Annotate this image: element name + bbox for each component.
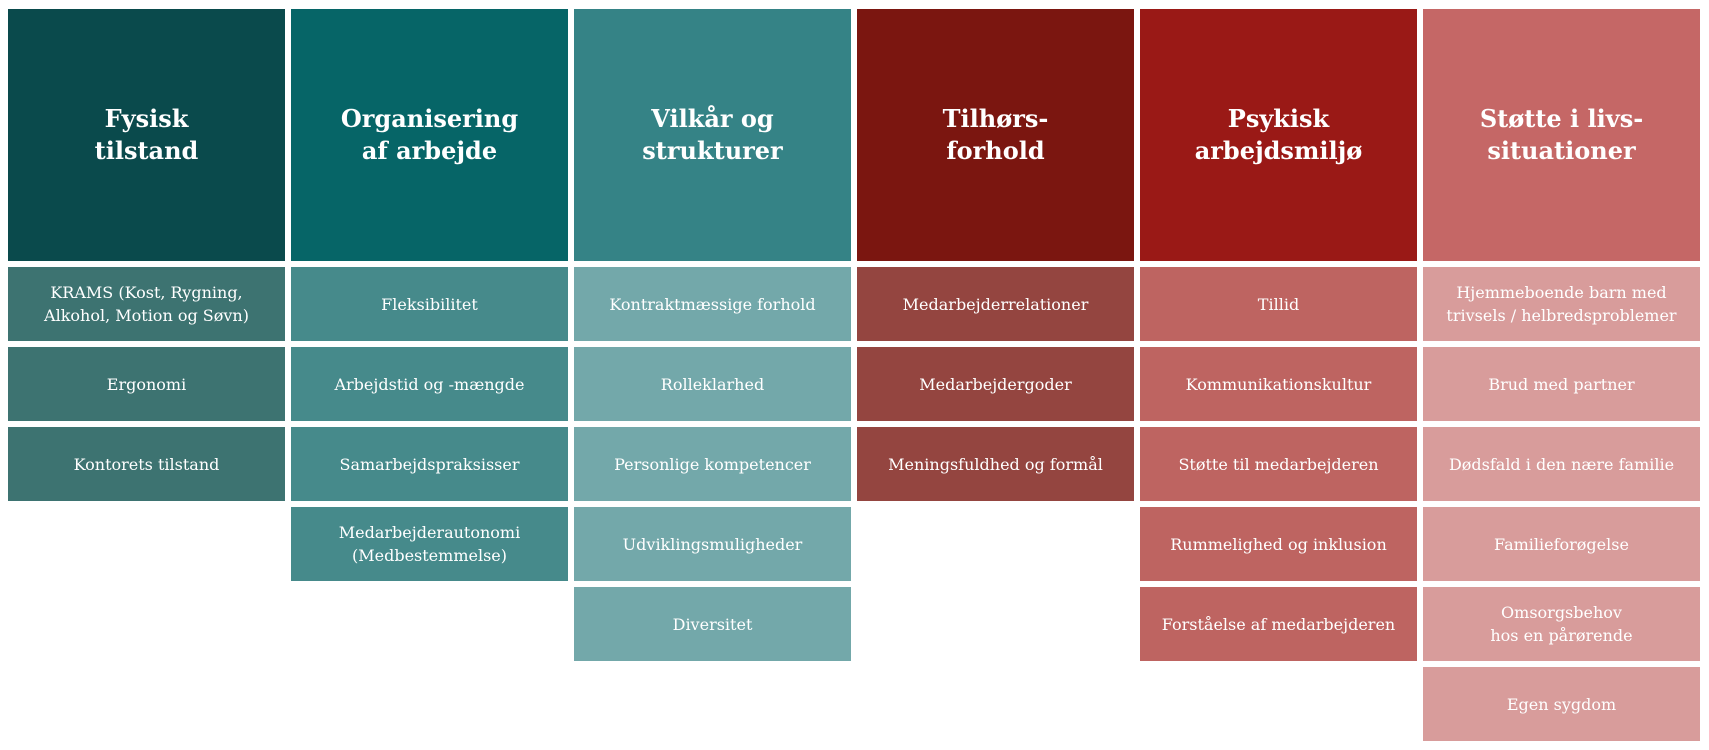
category-item: Hjemmeboende barn med trivsels / helbred… — [1423, 267, 1700, 341]
category-item: Kommunikationskultur — [1140, 347, 1417, 421]
category-item: Dødsfald i den nære familie — [1423, 427, 1700, 501]
category-item: Medarbejderautonomi (Medbestemmelse) — [291, 507, 568, 581]
category-item: Arbejdstid og -mængde — [291, 347, 568, 421]
category-item: Kontorets tilstand — [8, 427, 285, 501]
category-item: Egen sygdom — [1423, 667, 1700, 741]
category-item: Medarbejdergoder — [857, 347, 1134, 421]
category-header: Organisering af arbejde — [291, 9, 568, 261]
category-item: Meningsfuldhed og formål — [857, 427, 1134, 501]
category-item: Rolleklarhed — [574, 347, 851, 421]
category-items: Hjemmeboende barn med trivsels / helbred… — [1423, 267, 1700, 741]
category-item: Tillid — [1140, 267, 1417, 341]
category-item: KRAMS (Kost, Rygning, Alkohol, Motion og… — [8, 267, 285, 341]
category-item: Rummelighed og inklusion — [1140, 507, 1417, 581]
category-item: Ergonomi — [8, 347, 285, 421]
category-item: Brud med partner — [1423, 347, 1700, 421]
category-header: Tilhørs- forhold — [857, 9, 1134, 261]
category-items: KRAMS (Kost, Rygning, Alkohol, Motion og… — [8, 267, 285, 501]
category-item: Udviklingsmuligheder — [574, 507, 851, 581]
category-item: Personlige kompetencer — [574, 427, 851, 501]
category-item: Støtte til medarbejderen — [1140, 427, 1417, 501]
category-header: Psykisk arbejdsmiljø — [1140, 9, 1417, 261]
category-item: Diversitet — [574, 587, 851, 661]
category-item: Kontraktmæssige forhold — [574, 267, 851, 341]
category-header: Fysisk tilstand — [8, 9, 285, 261]
category-item: Omsorgsbehov hos en pårørende — [1423, 587, 1700, 661]
category-item: Samarbejdspraksisser — [291, 427, 568, 501]
category-header: Støtte i livs- situationer — [1423, 9, 1700, 261]
category-item: Forståelse af medarbejderen — [1140, 587, 1417, 661]
category-item: Familieforøgelse — [1423, 507, 1700, 581]
category-header: Vilkår og strukturer — [574, 9, 851, 261]
category-item: Medarbejderrelationer — [857, 267, 1134, 341]
category-item: Fleksibilitet — [291, 267, 568, 341]
